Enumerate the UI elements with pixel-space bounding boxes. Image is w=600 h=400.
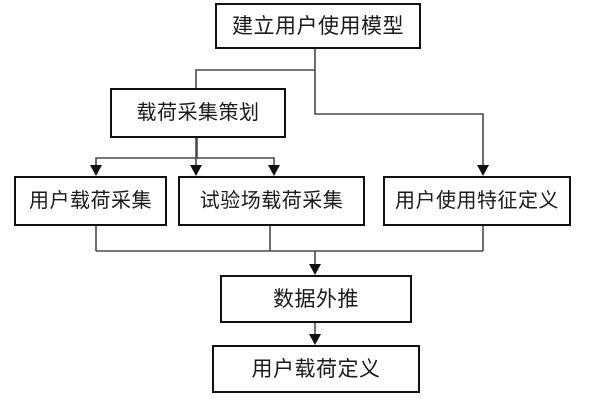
node-user-load-collection[interactable]: 用户载荷采集 (14, 176, 167, 226)
node-label: 用户使用特征定义 (395, 190, 559, 212)
node-user-load-definition[interactable]: 用户载荷定义 (212, 345, 420, 393)
node-proving-ground-load-collection[interactable]: 试验场载荷采集 (178, 176, 365, 226)
arrowhead-define (309, 334, 321, 345)
node-data-extrapolation[interactable]: 数据外推 (220, 275, 412, 323)
node-label: 建立用户使用模型 (232, 13, 404, 38)
edge-top-to-feature (314, 70, 484, 168)
edge-plan-bus-right (197, 157, 275, 168)
node-load-collection-planning[interactable]: 载荷采集策划 (110, 88, 286, 138)
edge-plan-bus (95, 138, 198, 168)
node-label: 载荷采集策划 (136, 102, 260, 124)
node-label: 试验场载荷采集 (199, 190, 344, 212)
node-label: 用户载荷定义 (251, 356, 381, 381)
node-label: 用户载荷采集 (29, 190, 152, 212)
arrowhead-prov-col (268, 165, 280, 176)
arrowhead-user-col (90, 165, 102, 176)
arrowhead-extrap (309, 264, 321, 275)
arrowhead-feature (477, 165, 489, 176)
node-user-usage-characteristic-definition[interactable]: 用户使用特征定义 (383, 176, 571, 226)
arrowhead-plan (190, 165, 202, 176)
node-label: 数据外推 (273, 286, 359, 311)
node-establish-user-usage-model[interactable]: 建立用户使用模型 (215, 3, 421, 49)
